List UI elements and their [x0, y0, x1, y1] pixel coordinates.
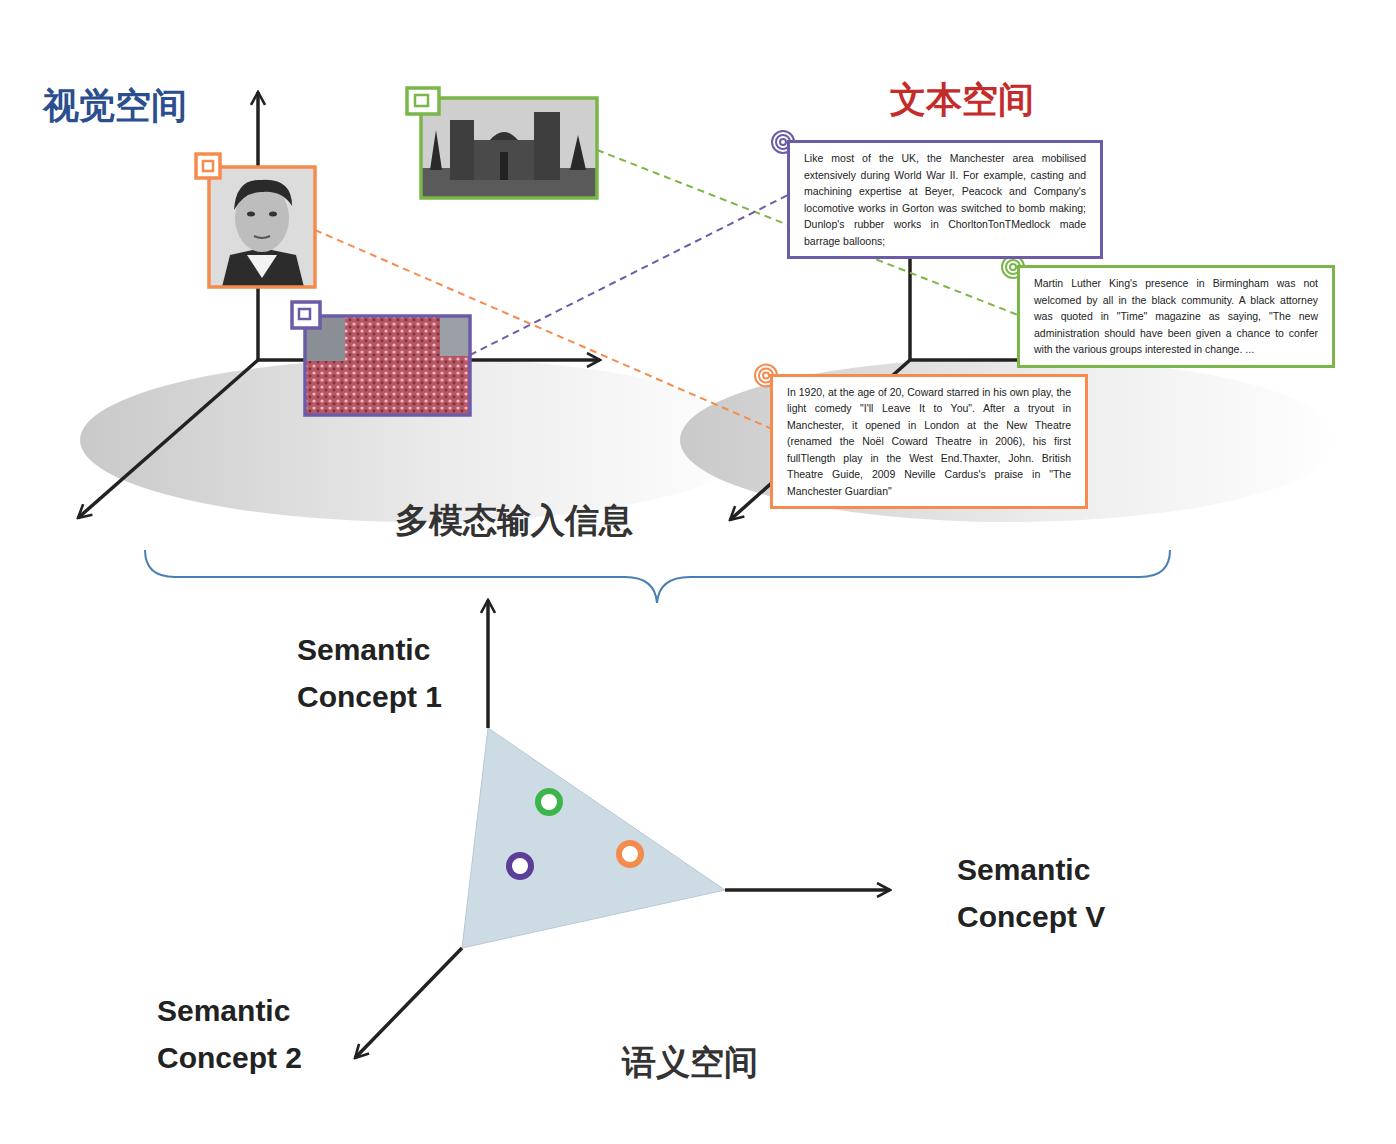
photo-frame — [421, 98, 597, 198]
photo-collar — [247, 255, 277, 278]
photo-tower — [450, 120, 474, 180]
corner-marker — [203, 161, 213, 171]
face-photo — [196, 154, 315, 287]
correspondence-line — [315, 230, 771, 429]
embedding-point — [509, 855, 531, 877]
photo-frame — [305, 316, 470, 415]
corner-marker — [292, 302, 320, 328]
corner-marker — [415, 95, 428, 106]
photo-tree — [430, 130, 586, 170]
corner-marker — [407, 88, 439, 114]
embedding-point — [619, 843, 641, 865]
curly-brace — [145, 550, 1170, 603]
spiral-icon — [780, 139, 786, 145]
photo-eye — [247, 212, 255, 217]
axis-label: 多模态输入信息 — [395, 494, 725, 547]
axis-label: Semantic Concept V — [957, 846, 1132, 940]
correspondence-line — [470, 195, 788, 355]
photo-sky — [421, 98, 597, 198]
crowd-photo — [292, 302, 470, 415]
embedding-point — [538, 791, 560, 813]
passage-text: Martin Luther King's presence in Birming… — [1034, 275, 1318, 358]
axis-line — [486, 600, 490, 728]
axis-label: 文本空间 — [890, 72, 1130, 128]
photo-hair — [234, 180, 292, 210]
axis-line — [78, 360, 258, 518]
axis-line — [908, 250, 912, 360]
axis-label: 视觉空间 — [43, 78, 283, 134]
ground-disk — [680, 358, 1340, 522]
axis-label: Semantic Concept 2 — [157, 987, 332, 1081]
passage-text: Like most of the UK, the Manchester area… — [804, 150, 1086, 249]
axis-line — [355, 948, 462, 1058]
spiral-icon — [763, 373, 769, 379]
photo-eye — [269, 212, 277, 217]
photo-mouth — [254, 236, 270, 238]
photo-arch — [490, 132, 518, 140]
text-box: Martin Luther King's presence in Birming… — [1017, 265, 1335, 368]
photo-hall — [474, 140, 534, 180]
text-box: Like most of the UK, the Manchester area… — [787, 140, 1103, 259]
passage-text: In 1920, at the age of 20, Coward starre… — [787, 384, 1071, 500]
building-photo — [407, 88, 597, 198]
text-box: In 1920, at the age of 20, Coward starre… — [770, 374, 1088, 510]
simplex-triangle — [462, 728, 725, 948]
spiral-icon — [1010, 264, 1016, 270]
photo-building — [440, 316, 470, 356]
axis-label: Semantic Concept 1 — [297, 626, 472, 720]
photo-frame — [209, 167, 315, 287]
photo-ground — [209, 167, 315, 287]
axis-label: 语义空间 — [622, 1036, 862, 1089]
axis-line — [725, 888, 890, 892]
photo-jacket — [222, 248, 304, 287]
corner-marker — [299, 309, 310, 319]
photo-door — [500, 152, 508, 180]
photo-crowd — [305, 316, 470, 415]
corner-marker — [196, 154, 220, 178]
photo-tower — [534, 112, 560, 180]
